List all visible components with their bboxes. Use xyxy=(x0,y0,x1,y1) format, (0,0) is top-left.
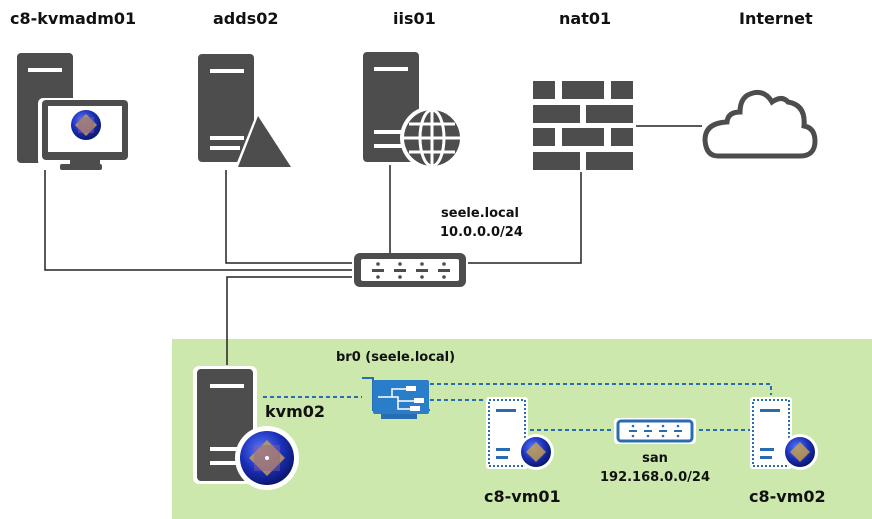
directory-server-icon[interactable] xyxy=(198,54,296,170)
node-label-kvm: kvm02 xyxy=(265,402,326,421)
lan-subnet: 10.0.0.0/24 xyxy=(440,225,523,240)
virtual-server-centos-icon[interactable] xyxy=(486,397,554,470)
virtual-links xyxy=(263,383,772,431)
san-network-name: san xyxy=(642,451,668,466)
link-kvmadm xyxy=(44,170,352,271)
link-kvm xyxy=(226,276,352,365)
node-label-vm2: c8-vm02 xyxy=(749,487,826,506)
san-switch-icon[interactable] xyxy=(614,418,696,444)
node-label-internet: Internet xyxy=(739,9,813,28)
cloud-icon[interactable] xyxy=(702,89,818,159)
bridge-nic-icon[interactable] xyxy=(362,377,430,419)
lan-network-info: seele.local 10.0.0.0/24 xyxy=(440,204,523,242)
firewall-icon[interactable] xyxy=(533,81,633,170)
lan-network-name: seele.local xyxy=(441,206,519,221)
virtual-server-centos-icon[interactable] xyxy=(750,397,818,470)
admin-workstation-centos-icon[interactable] xyxy=(17,53,130,170)
node-label-iis: iis01 xyxy=(393,9,436,28)
link-nat xyxy=(468,172,582,264)
link-bridge-vm2 xyxy=(430,383,772,395)
hypervisor-centos-icon[interactable] xyxy=(193,366,299,490)
node-label-adds: adds02 xyxy=(213,9,279,28)
node-label-kvmadm: c8-kvmadm01 xyxy=(10,9,137,28)
node-label-nat: nat01 xyxy=(559,9,612,28)
web-server-icon[interactable] xyxy=(363,52,464,170)
lan-switch-icon[interactable] xyxy=(354,253,466,287)
node-label-vm1: c8-vm01 xyxy=(484,487,561,506)
link-adds xyxy=(225,170,352,264)
san-subnet: 192.168.0.0/24 xyxy=(599,470,711,485)
bridge-label: br0 (seele.local) xyxy=(336,350,456,365)
lan-links xyxy=(44,125,702,365)
san-network-info: san 192.168.0.0/24 xyxy=(595,449,715,487)
